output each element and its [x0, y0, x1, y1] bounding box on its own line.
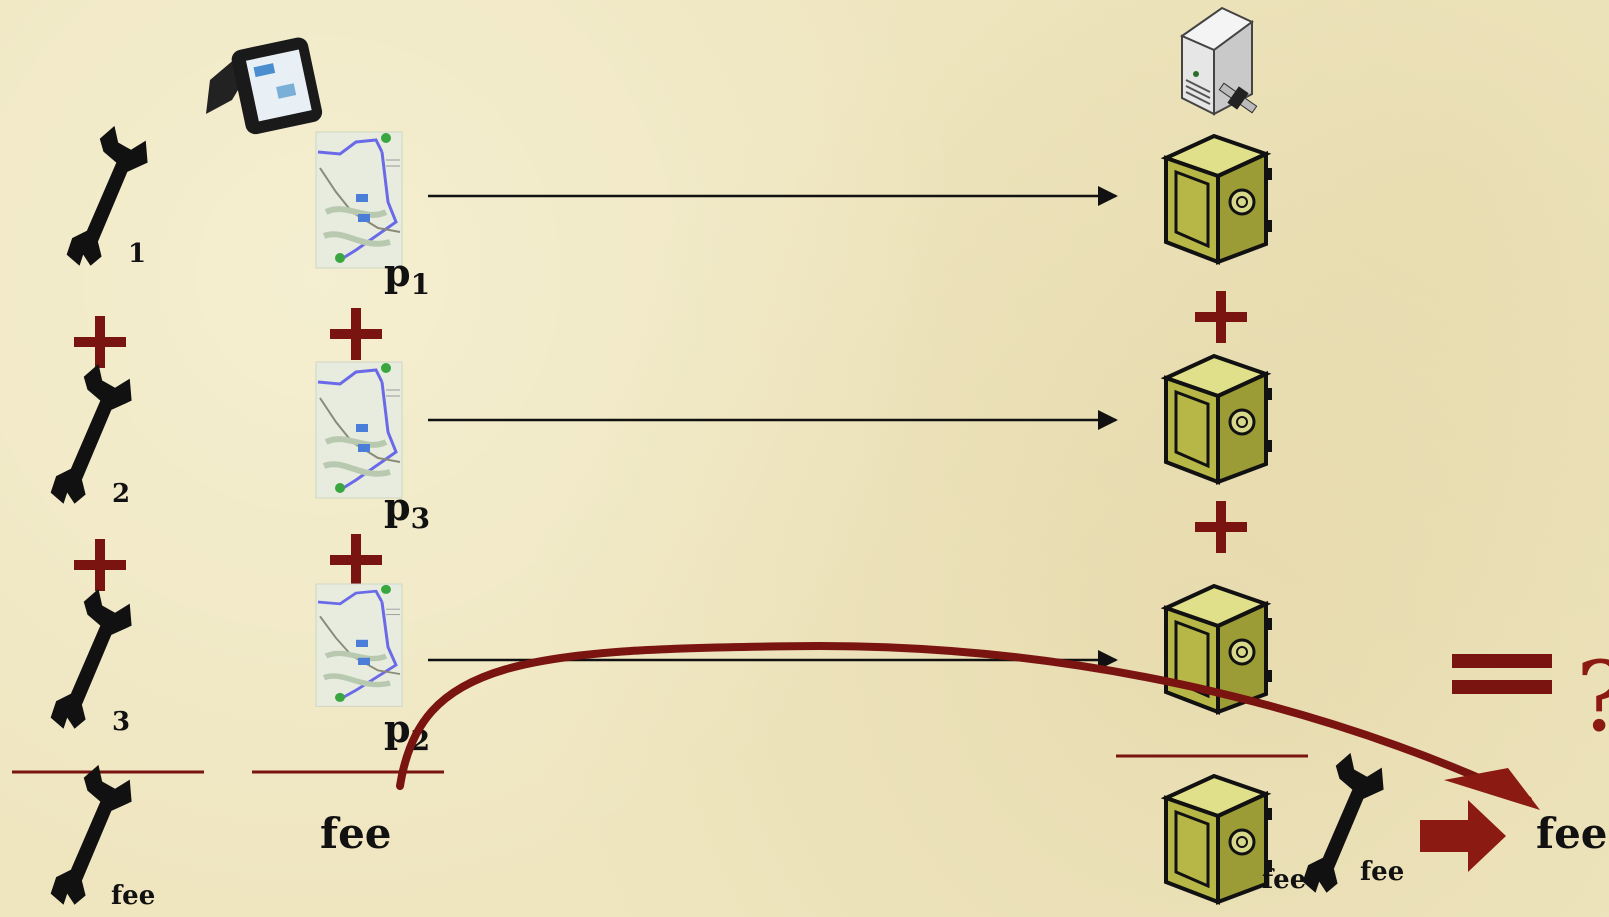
plus-sign	[1195, 501, 1247, 553]
right-result-label-2: fee	[1360, 857, 1404, 887]
map-icon	[316, 362, 402, 498]
left-result-label: fee	[111, 881, 155, 911]
plus-sign	[74, 316, 126, 368]
middle-result-label: fee	[320, 809, 392, 858]
safe-icon	[1164, 354, 1274, 484]
map-icon	[316, 584, 402, 706]
left-addend-label-3: 3	[112, 707, 130, 737]
question-mark: ?	[1576, 641, 1609, 753]
left-addend-label-1: 1	[128, 239, 146, 269]
server-satellite-icon	[1179, 6, 1258, 116]
plus-sign	[330, 534, 382, 586]
middle-addend-label-1: p1	[384, 250, 430, 301]
right-arrow-icon	[1420, 800, 1506, 872]
right-result-label-1: fee	[1262, 865, 1306, 895]
safe-icon	[1164, 774, 1274, 904]
middle-addend-label-2: p3	[384, 484, 430, 535]
equals-sign	[1452, 654, 1552, 694]
left-addend-label-2: 2	[112, 479, 130, 509]
plus-sign	[1195, 291, 1247, 343]
curved-arrow	[396, 641, 1540, 810]
plus-sign	[74, 539, 126, 591]
gps-device-icon	[206, 37, 323, 135]
plus-sign	[330, 308, 382, 360]
safe-icon	[1164, 134, 1274, 264]
map-icon	[316, 132, 402, 268]
final-result-label: fee	[1536, 809, 1608, 858]
